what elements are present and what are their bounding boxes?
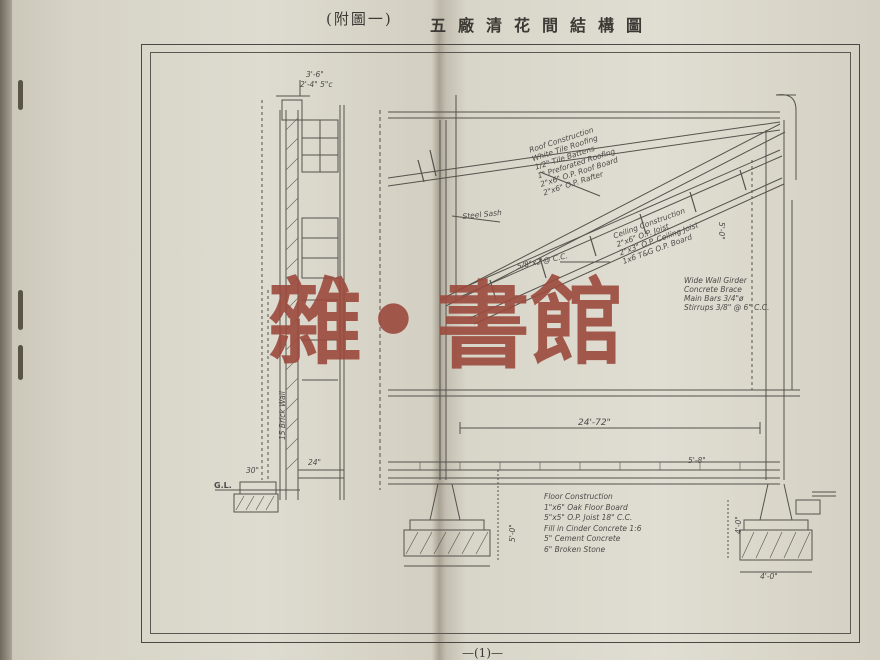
library-watermark: 雜 ● 書 館	[268, 266, 628, 386]
floor-spec-line: 6" Broken Stone	[544, 544, 606, 554]
dimension-30: 30"	[246, 466, 259, 475]
watermark-separator: ●	[376, 292, 411, 339]
footing-width-dimension: 4'-0"	[760, 572, 778, 581]
page-fold	[432, 30, 446, 660]
floor-construction-title: Floor Construction	[544, 492, 613, 501]
floor-spec-line: 5" Cement Concrete	[544, 534, 621, 543]
top-dimension: 3'-6"	[306, 70, 324, 79]
floor-construction-note: Floor Construction 1"x6" Oak Floor Board…	[544, 492, 642, 555]
wall-girder-line: Concrete Brace	[684, 285, 742, 294]
spacing-mid-label: 5'-8"	[688, 456, 706, 465]
page-title: 五廠清花間結構圖	[430, 16, 655, 35]
drawing-frame-inner	[150, 52, 851, 634]
span-dimension: 24'-72"	[578, 418, 611, 428]
footing-dimension: 5'-0"	[508, 524, 517, 542]
floor-spec-line: Fill in Cinder Concrete 1:6	[544, 523, 642, 533]
wall-girder-line: Main Bars 3/4"ø	[684, 294, 744, 303]
binding-hole	[18, 80, 23, 110]
floor-spec-line: 1"x6" Oak Floor Board	[544, 502, 628, 512]
ground-level-label: G.L.	[214, 481, 232, 490]
binding-hole	[18, 345, 23, 380]
wall-section	[215, 80, 381, 513]
top-dimension-2: 2'-4" 5"c	[300, 80, 333, 89]
drawing-frame-outer	[141, 44, 860, 643]
column-dimension: 4'-0"	[734, 516, 743, 534]
wall-girder-title: Wide Wall Girder	[684, 276, 747, 285]
watermark-char: 書	[436, 272, 531, 382]
watermark-char: 雜	[268, 268, 363, 378]
spacing-label: 5'-0"	[717, 222, 726, 240]
dimension-24: 24"	[308, 458, 321, 467]
page-number: —(1)—	[462, 646, 503, 660]
brick-wall-label: 15 Brick Wall	[278, 391, 287, 440]
book-spine	[0, 0, 12, 660]
wall-girder-note: Wide Wall Girder Concrete Brace Main Bar…	[684, 276, 769, 312]
watermark-char: 館	[530, 268, 625, 378]
binding-hole	[18, 290, 23, 330]
floor-spec-line: 5"x5" O.P. Joist 18" C.C.	[544, 513, 633, 522]
wall-girder-line: Stirrups 3/8" @ 6" C.C.	[684, 303, 770, 312]
roof-truss-section	[387, 94, 836, 573]
figure-number: (附圖一)	[326, 10, 393, 28]
